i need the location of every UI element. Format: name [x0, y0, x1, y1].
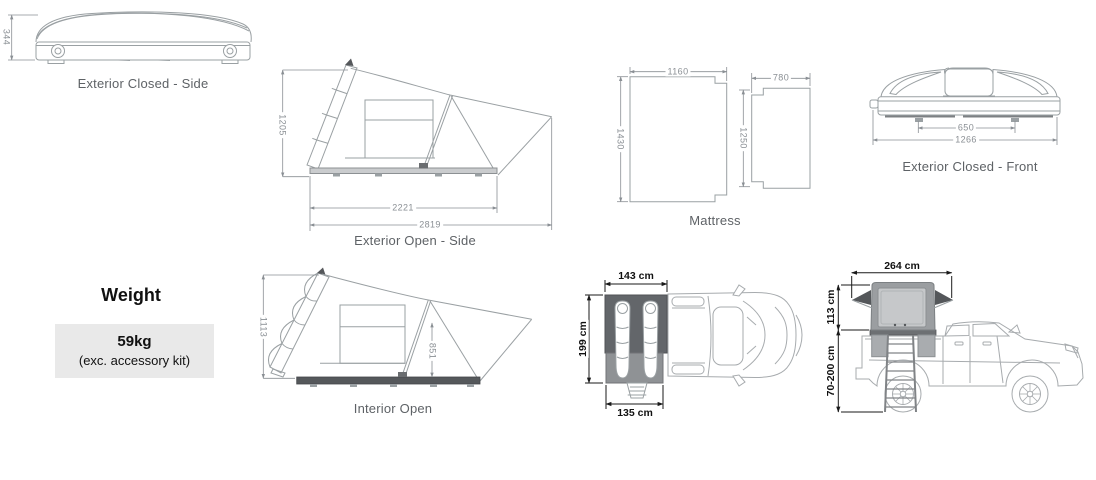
- panel-vehicle-side-view: 264 cm 113 cm 70-200 cm: [825, 260, 1096, 475]
- weight-note: (exc. accessory kit): [78, 353, 191, 369]
- interior-open-drawing: [261, 267, 533, 387]
- mattress-main-piece: [629, 76, 728, 203]
- weight-box: 59kg (exc. accessory kit): [55, 324, 214, 378]
- panel-mattress: 1160 1430 780 1250 Mattress: [605, 60, 827, 235]
- dim-tent-height: 113 cm: [824, 288, 837, 326]
- exterior-closed-front-drawing: [869, 67, 1061, 145]
- truck-top: [667, 284, 803, 387]
- vehicle-top-view-drawing: [585, 280, 803, 409]
- caption-interior-open: Interior Open: [353, 401, 433, 416]
- dim-tent-width: 143 cm: [617, 269, 655, 282]
- tent-footprint: [604, 294, 668, 399]
- dimensions: [836, 270, 953, 413]
- closed-shell-front: [869, 67, 1061, 122]
- dim-tent-length: 199 cm: [576, 320, 589, 358]
- caption-exterior-closed-front: Exterior Closed - Front: [902, 159, 1038, 174]
- dim-mattress-main-width: 1160: [665, 66, 691, 77]
- panel-interior-open: 1113 851 Interior Open: [255, 265, 543, 420]
- caption-exterior-open-side: Exterior Open - Side: [354, 233, 476, 248]
- closed-shell: [35, 11, 252, 64]
- dim-mattress-extension-length: 1250: [738, 125, 749, 151]
- dim-interior-open-height: 1113: [258, 314, 269, 340]
- dim-overall-width: 1266: [953, 134, 979, 145]
- dimensions: [281, 69, 553, 231]
- dim-mount-spacing: 650: [955, 122, 977, 133]
- mattress-drawing: [617, 67, 811, 203]
- roof-tent-side: [851, 282, 954, 413]
- dimensions: [617, 67, 811, 203]
- dim-footprint-width: 135 cm: [616, 406, 654, 419]
- dim-mattress-main-length: 1430: [615, 126, 626, 152]
- panel-vehicle-top-view: 143 cm 199 cm 135 cm: [575, 265, 810, 423]
- dim-interior-height: 851: [427, 340, 438, 362]
- exterior-closed-side-drawing: [8, 11, 252, 64]
- dim-mattress-extension-width: 780: [770, 72, 792, 83]
- dim-overall-length: 2819: [417, 219, 443, 230]
- exterior-open-side-drawing: [281, 58, 553, 231]
- caption-mattress: Mattress: [689, 213, 741, 228]
- vehicle-side-view-drawing: [836, 270, 1084, 413]
- panel-exterior-open-side: 1205 2221 2819 Exterior Open - Side: [275, 55, 575, 255]
- dim-closed-height: 344: [1, 26, 12, 48]
- caption-exterior-closed-side: Exterior Closed - Side: [77, 76, 209, 91]
- height-dimension: [8, 14, 38, 61]
- weight-heading: Weight: [101, 285, 161, 305]
- weight-value: 59kg: [117, 332, 152, 350]
- mattress-extension-piece: [751, 87, 811, 189]
- panel-exterior-closed-side: 344 Exterior Closed - Side: [0, 0, 270, 100]
- dim-ladder-range: 70-200 cm: [824, 344, 837, 398]
- dimensions: [585, 280, 668, 409]
- dim-open-length: 264 cm: [883, 259, 921, 272]
- dim-open-height: 1205: [277, 112, 288, 138]
- open-tent: [306, 58, 553, 177]
- panel-weight: Weight 59kg (exc. accessory kit): [55, 285, 215, 385]
- dim-base-length: 2221: [390, 202, 416, 213]
- interior-tent: [268, 267, 533, 387]
- panel-exterior-closed-front: 650 1266 Exterior Closed - Front: [865, 55, 1077, 185]
